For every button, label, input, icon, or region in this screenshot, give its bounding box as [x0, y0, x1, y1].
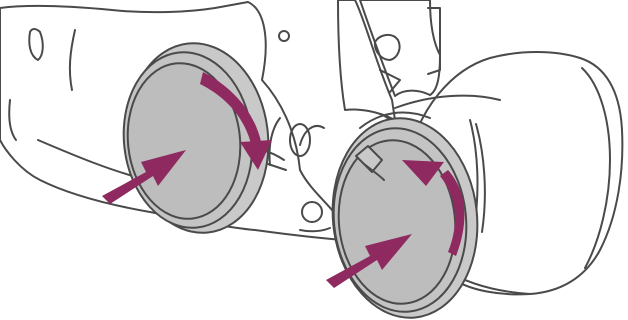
diagram-svg [0, 0, 628, 320]
diagram-illustration [0, 0, 628, 320]
